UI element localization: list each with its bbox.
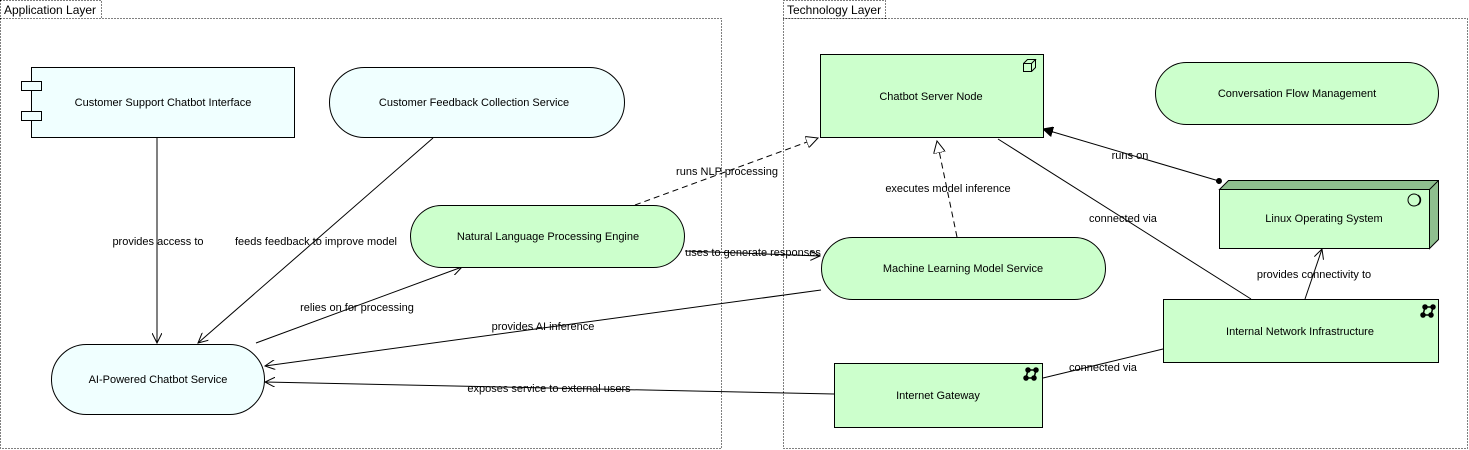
edge-label-provides-connectivity: provides connectivity to: [1257, 269, 1371, 281]
node-chatbot-service[interactable]: AI-Powered Chatbot Service: [51, 344, 265, 415]
node-nlp-engine[interactable]: Natural Language Processing Engine: [410, 205, 685, 268]
group-application-layer: Application Layer: [0, 0, 722, 449]
node-label: AI-Powered Chatbot Service: [89, 374, 228, 386]
edge-connected-via-1: [997, 138, 1252, 300]
edge-uses-to-generate: [684, 250, 820, 256]
node-label: Conversation Flow Management: [1218, 88, 1376, 100]
node-server-node[interactable]: Chatbot Server Node: [820, 54, 1044, 138]
edge-provides-connectivity: [1304, 249, 1322, 300]
system-software-icon: [1407, 193, 1422, 207]
edges: [157, 129, 1322, 395]
edge-label-uses-to-generate: uses to generate responses: [685, 247, 821, 259]
node-label: Linux Operating System: [1265, 213, 1382, 225]
edge-label-provides-access: provides access to: [112, 236, 203, 248]
edge-provides-ai: [265, 289, 822, 366]
edge-label-relies-on: relies on for processing: [300, 302, 414, 314]
edge-connected-via-2: [1042, 348, 1164, 379]
edge-relies-on: [255, 267, 462, 344]
node-label: Natural Language Processing Engine: [457, 231, 639, 243]
edge-exposes-service: [265, 382, 835, 395]
edge-label-connected-via-1: connected via: [1089, 213, 1158, 225]
edge-label-feeds-feedback: feeds feedback to improve model: [235, 236, 397, 248]
edge-runs-nlp: [634, 138, 818, 206]
edge-labels: provides access to feeds feedback to imp…: [112, 150, 1371, 395]
application-layer-label: Application Layer: [4, 3, 96, 17]
node-cube-icon: [1023, 59, 1037, 72]
node-label: Customer Feedback Collection Service: [379, 97, 569, 109]
network-icon: [1023, 367, 1039, 381]
node-linux-os[interactable]: Linux Operating System: [1218, 180, 1439, 250]
component-tab-icon: [21, 81, 42, 91]
node-network-infra[interactable]: Internal Network Infrastructure: [1163, 299, 1439, 363]
edge-label-connected-via-2: connected via: [1069, 362, 1138, 374]
node-feedback-service[interactable]: Customer Feedback Collection Service: [329, 67, 625, 138]
node-label: Customer Support Chatbot Interface: [75, 97, 252, 109]
node-chatbot-interface[interactable]: Customer Support Chatbot Interface: [21, 67, 295, 138]
node-label: Internet Gateway: [896, 390, 980, 402]
node-label: Chatbot Server Node: [879, 91, 982, 103]
edge-label-provides-ai: provides AI inference: [492, 321, 595, 333]
node-label: Internal Network Infrastructure: [1226, 326, 1374, 338]
node-label: Machine Learning Model Service: [883, 263, 1043, 275]
edge-label-executes-inference: executes model inference: [885, 183, 1010, 195]
edge-label-exposes-service: exposes service to external users: [467, 383, 631, 395]
node-internet-gateway[interactable]: Internet Gateway: [834, 363, 1043, 428]
edge-label-runs-on: runs on: [1112, 150, 1149, 162]
network-icon: [1420, 304, 1436, 318]
edge-label-runs-nlp: runs NLP processing: [676, 166, 778, 178]
technology-layer-label: Technology Layer: [787, 3, 881, 17]
node-ml-service[interactable]: Machine Learning Model Service: [821, 237, 1106, 300]
component-tab-icon: [21, 111, 42, 121]
edge-runs-on: [1043, 129, 1219, 181]
group-technology-layer: Technology Layer: [783, 0, 1468, 449]
edge-executes-inference: [937, 141, 958, 238]
node-conversation-flow[interactable]: Conversation Flow Management: [1155, 62, 1439, 125]
edge-feeds-feedback: [198, 137, 434, 343]
